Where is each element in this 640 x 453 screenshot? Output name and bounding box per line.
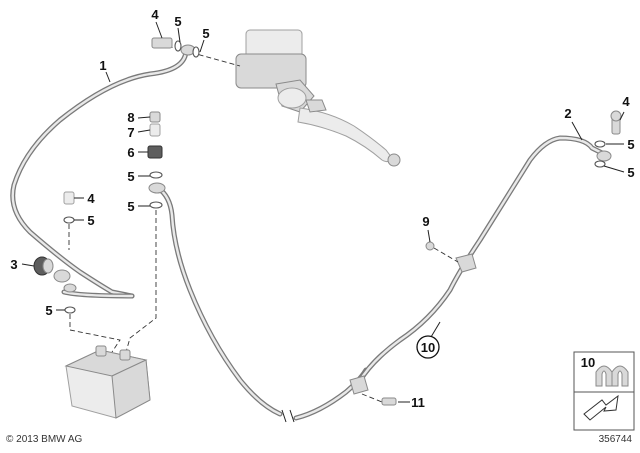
callout-6: 6 [127, 145, 134, 160]
brake-line-middle [155, 185, 369, 423]
brake-line-1 [10, 47, 189, 299]
guide-line-middle [125, 210, 157, 353]
abs-pressure-modulator [64, 345, 151, 419]
callout-5-right-a: 5 [627, 137, 634, 152]
callout-4-right: 4 [622, 94, 630, 109]
callout-11: 11 [411, 395, 425, 410]
callout-4-left: 4 [87, 191, 95, 206]
callout-10-circle [416, 335, 440, 359]
legend-box: 10 [573, 351, 635, 431]
callout-5-left-b: 5 [45, 303, 52, 318]
callout-8: 8 [127, 110, 134, 125]
fitting-stack-middle [147, 111, 166, 209]
callout-2: 2 [564, 106, 571, 121]
copyright-text: © 2013 BMW AG [6, 434, 83, 445]
fitting-stack-left [53, 191, 77, 314]
callout-5-top-b: 5 [202, 26, 209, 41]
callout-5-right-b: 5 [627, 165, 634, 180]
callout-3: 3 [10, 257, 17, 272]
banjo-fitting-top [151, 37, 200, 58]
callout-labels: 1 4 5 5 8 7 6 5 5 4 5 3 5 2 4 5 5 9 10 1… [10, 7, 634, 410]
callout-1: 1 [99, 58, 106, 73]
callout-7: 7 [127, 125, 134, 140]
master-cylinder [235, 29, 315, 113]
callout-5-mid-b: 5 [127, 199, 134, 214]
grommet [33, 256, 54, 276]
brake-line-2 [355, 110, 622, 387]
diagram-number: 356744 [599, 434, 633, 445]
callout-5-left-a: 5 [87, 213, 94, 228]
callout-5-mid-a: 5 [127, 169, 134, 184]
legend-label-10: 10 [581, 355, 595, 370]
callout-9: 9 [422, 214, 429, 229]
callout-10: 10 [421, 340, 435, 355]
callout-4-top: 4 [151, 7, 159, 22]
pipe-clip-upper [425, 241, 477, 273]
leader-lines [21, 21, 625, 403]
callout-5-top-a: 5 [174, 14, 181, 29]
guide-line-left [68, 224, 121, 353]
arrow-icon [583, 394, 619, 421]
guide-line-master [159, 43, 241, 67]
pipe-clip-lower [349, 375, 397, 406]
brake-lever [297, 99, 401, 167]
